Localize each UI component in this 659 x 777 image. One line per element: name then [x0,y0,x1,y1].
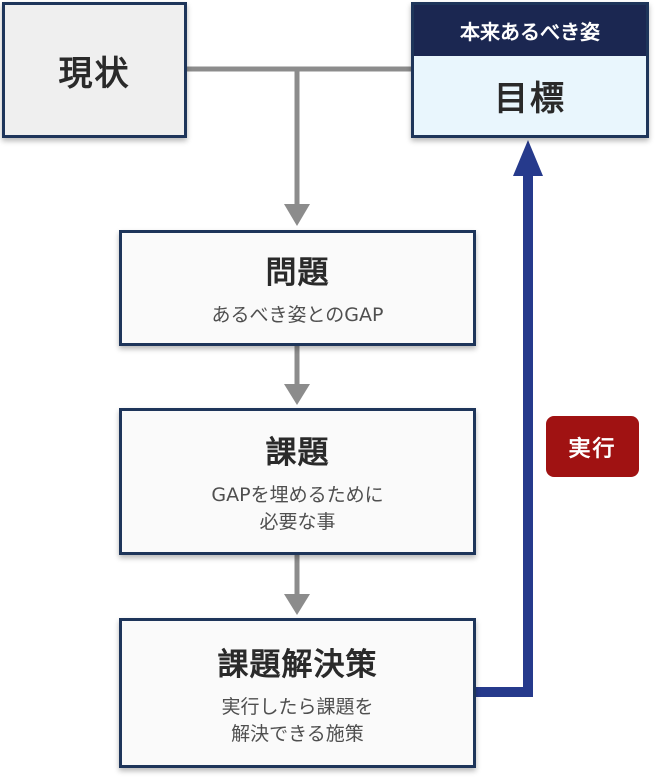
problem-title: 問題 [265,255,330,291]
current-state-label: 現状 [58,53,131,94]
arrow-up-icon [513,140,543,176]
arrow-down-icon [284,384,310,405]
goal-body: 目標 [414,56,646,135]
goal-header: 本来あるべき姿 [414,5,646,56]
execute-badge-label: 実行 [568,436,617,462]
issue-box: 課題 GAPを埋めるために 必要な事 [119,408,476,555]
issue-title: 課題 [265,435,330,471]
solution-title: 課題解決策 [217,646,378,683]
goal-label: 目標 [494,79,566,119]
current-state-box: 現状 [2,2,187,138]
problem-box: 問題 あるべき姿とのGAP [119,230,476,346]
execute-badge: 実行 [546,416,639,477]
goal-box: 本来あるべき姿 目標 [411,2,649,138]
solution-subtitle: 実行したら課題を 解決できる施策 [221,695,374,745]
arrow-down-icon [284,204,310,226]
issue-subtitle: GAPを埋めるために 必要な事 [211,484,384,533]
execute-arrow-line [476,172,533,697]
arrow-down-icon [284,594,310,615]
problem-subtitle: あるべき姿とのGAP [211,304,384,326]
goal-header-label: 本来あるべき姿 [460,20,600,44]
solution-box: 課題解決策 実行したら課題を 解決できる施策 [119,618,476,768]
